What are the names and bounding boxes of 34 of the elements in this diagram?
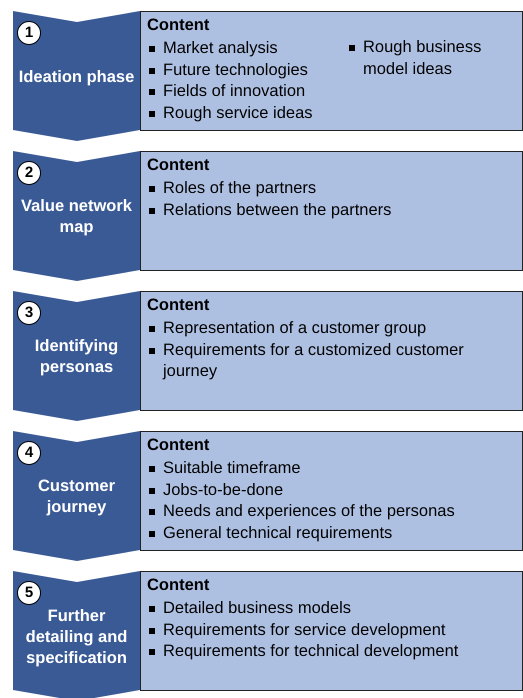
content-panel — [140, 431, 523, 551]
content-heading: Content — [147, 435, 210, 456]
bullet-item: General technical requirements — [147, 522, 498, 544]
bullet-item: Representation of a customer group — [147, 318, 498, 340]
content-panel — [140, 151, 523, 271]
bullet-item: Requirements for service development — [147, 620, 498, 642]
bullet-item: Detailed business models — [147, 598, 498, 620]
content-heading: Content — [147, 15, 210, 36]
content-panel — [140, 291, 523, 411]
chevron-shape — [13, 431, 140, 561]
bullet-item: Fields of innovation — [147, 81, 498, 103]
content-heading: Content — [147, 575, 210, 596]
phase-title: Ideation phase — [18, 66, 136, 88]
chevron-shape — [13, 151, 140, 281]
phase-title: Value network map — [20, 196, 133, 238]
bullet-item: Suitable timeframe — [147, 458, 498, 480]
chevron-shape — [13, 11, 140, 141]
phase-title: Further detailing and specification — [24, 606, 128, 668]
phase-title: Customer journey — [36, 476, 116, 518]
bullet-item: Requirements for a customized customer journey — [147, 340, 498, 383]
bullet-item: Needs and experiences of the personas — [147, 501, 498, 523]
content-panel — [140, 11, 523, 131]
content-panel — [140, 571, 523, 691]
content-heading: Content — [147, 155, 210, 176]
bullet-item: Roles of the partners — [147, 178, 498, 200]
bullet-item: Jobs-to-be-done — [147, 480, 498, 502]
chevron-shape — [13, 291, 140, 421]
bullet-item: Rough business model ideas — [347, 37, 513, 80]
phase-title: Identifying personas — [34, 336, 120, 378]
chevron-shape — [13, 571, 140, 698]
bullet-item: Rough service ideas — [147, 102, 498, 124]
bullet-item: Requirements for technical development — [147, 641, 498, 663]
content-heading: Content — [147, 295, 210, 316]
bullet-item: Relations between the partners — [147, 200, 498, 222]
